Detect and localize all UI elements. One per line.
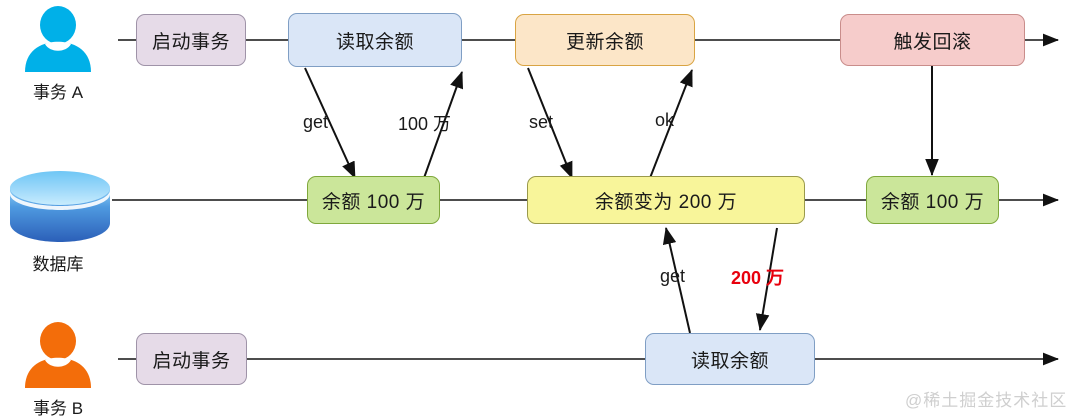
edge-label-get-b: get <box>660 266 686 286</box>
edge-label-get-a: get <box>303 112 329 132</box>
node-a-begin-transaction[interactable]: 启动事务 <box>136 14 246 66</box>
node-a-update-balance[interactable]: 更新余额 <box>515 14 695 66</box>
person-icon-txn-b <box>25 322 91 388</box>
node-db-balance-changed-200[interactable]: 余额变为 200 万 <box>527 176 805 224</box>
node-b-read-balance[interactable]: 读取余额 <box>645 333 815 385</box>
watermark: @稀土掘金技术社区 <box>905 391 1068 410</box>
edge-label-ok-a: ok <box>655 110 675 130</box>
edge-label-value-a: 100 万 <box>398 114 452 134</box>
person-icon-txn-a <box>25 6 91 72</box>
node-a-read-balance[interactable]: 读取余额 <box>288 13 462 67</box>
edge-label-set-a: set <box>529 112 554 132</box>
node-a-trigger-rollback[interactable]: 触发回滚 <box>840 14 1025 66</box>
lane-label-txn-a: 事务 A <box>32 83 84 102</box>
database-icon <box>10 171 110 242</box>
node-b-begin-transaction[interactable]: 启动事务 <box>136 333 247 385</box>
node-db-balance-100[interactable]: 余额 100 万 <box>307 176 440 224</box>
lane-label-txn-b: 事务 B <box>32 399 84 418</box>
edge-label-value-b: 200 万 <box>731 268 785 288</box>
node-db-balance-100-after-rollback[interactable]: 余额 100 万 <box>866 176 999 224</box>
lane-label-database: 数据库 <box>32 255 84 274</box>
